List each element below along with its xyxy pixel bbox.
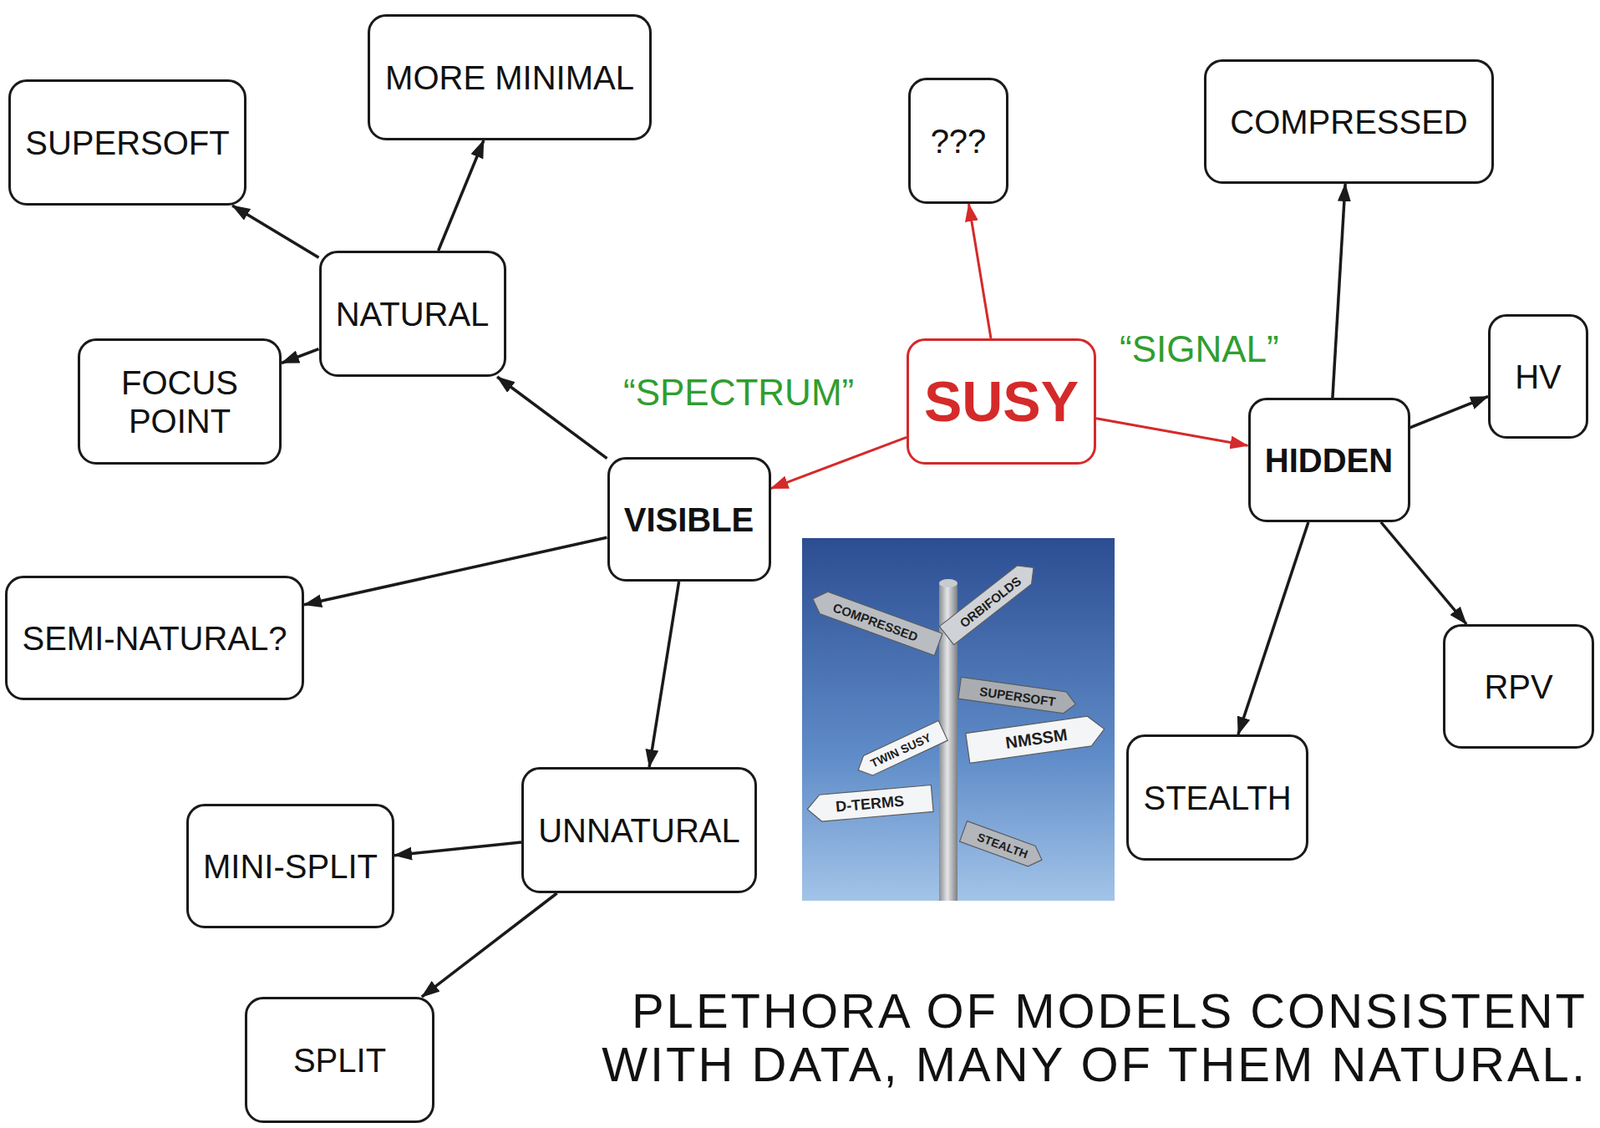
model-box: FOCUS POINT xyxy=(77,338,282,465)
arrow-connector xyxy=(1238,522,1309,735)
arrow-connector xyxy=(1096,418,1249,446)
box-label: FOCUS POINT xyxy=(108,363,251,441)
model-box: RPV xyxy=(1442,624,1595,749)
model-box: SPLIT xyxy=(244,996,435,1123)
model-box: SEMI-NATURAL? xyxy=(5,575,305,701)
edge-label: “SIGNAL” xyxy=(1116,328,1283,371)
signpost-photo: COMPRESSEDORBIFOLDSSUPERSOFTTWIN SUSYNMS… xyxy=(802,538,1115,901)
arrow-connector xyxy=(969,203,992,339)
box-label: NATURAL xyxy=(335,294,490,334)
arrow-connector xyxy=(438,140,484,251)
sign-board xyxy=(965,714,1107,764)
box-label: MORE MINIMAL xyxy=(385,58,635,97)
sky xyxy=(802,538,1115,901)
model-box: MORE MINIMAL xyxy=(367,14,652,141)
box-label: UNNATURAL xyxy=(538,811,741,850)
model-box: SUPERSOFT xyxy=(8,79,247,206)
sign-boards xyxy=(806,558,1107,870)
box-label: SUPERSOFT xyxy=(25,123,229,163)
box-label: SUSY xyxy=(924,368,1079,434)
arrow-connector xyxy=(232,205,319,258)
box-label: STEALTH xyxy=(1142,778,1291,818)
edge-label: “SPECTRUM” xyxy=(619,371,858,414)
sign-board xyxy=(808,587,943,656)
sign-board xyxy=(853,721,948,781)
caption: PLETHORA OF MODELS CONSISTENT WITH DATA,… xyxy=(509,984,1588,1092)
arrow-connector xyxy=(771,436,908,488)
model-box: ??? xyxy=(908,77,1009,204)
sign-board xyxy=(958,676,1077,715)
box-label: RPV xyxy=(1483,667,1553,707)
arrow-connector xyxy=(1332,183,1346,398)
pole-cap xyxy=(939,579,958,588)
box-label: SEMI-NATURAL? xyxy=(21,619,287,658)
sign-board xyxy=(939,558,1041,645)
branch-box: VISIBLE xyxy=(607,457,772,582)
box-label: MINI-SPLIT xyxy=(203,847,378,886)
root-box: SUSY xyxy=(906,338,1097,465)
arrow-connector xyxy=(649,581,680,767)
box-label: HIDDEN xyxy=(1264,441,1393,480)
box-label: ??? xyxy=(930,121,987,161)
branch-box: HIDDEN xyxy=(1248,397,1411,523)
arrow-connector xyxy=(1381,522,1467,625)
arrow-connector xyxy=(497,376,607,459)
box-label: HV xyxy=(1514,357,1562,397)
arrow-connector xyxy=(304,537,608,605)
box-label: VISIBLE xyxy=(624,500,755,539)
sign-board xyxy=(960,821,1047,871)
model-box: NATURAL xyxy=(319,250,507,377)
model-box: COMPRESSED xyxy=(1203,59,1494,184)
arrow-connector xyxy=(1410,396,1489,428)
arrow-connector xyxy=(394,842,522,856)
box-label: SPLIT xyxy=(293,1041,387,1080)
arrow-connector xyxy=(421,893,558,997)
model-box: UNNATURAL xyxy=(521,766,757,894)
model-box: STEALTH xyxy=(1126,734,1309,861)
arrow-connector xyxy=(281,349,320,364)
model-box: HV xyxy=(1488,314,1589,439)
sign-board xyxy=(806,785,934,823)
box-label: COMPRESSED xyxy=(1229,102,1468,142)
model-box: MINI-SPLIT xyxy=(186,803,395,929)
signpost-illustration xyxy=(802,538,1115,901)
